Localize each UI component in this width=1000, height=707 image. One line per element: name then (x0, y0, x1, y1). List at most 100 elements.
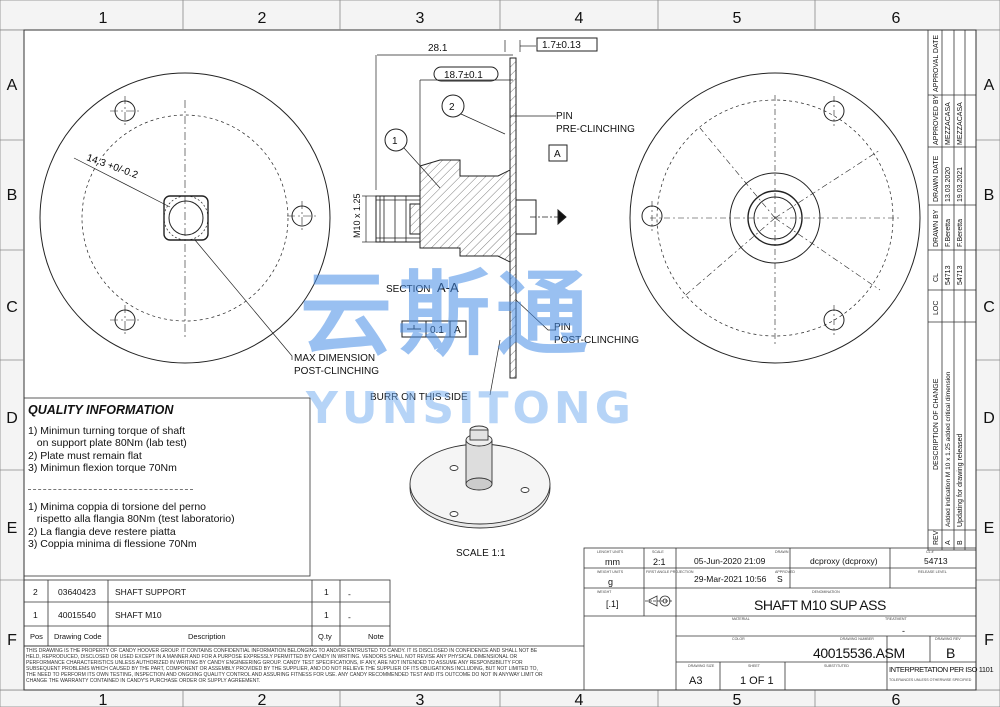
tb-drawn-date: 05-Jun-2020 21:09 (694, 556, 766, 566)
tb-material-label: MATERIAL (732, 617, 750, 621)
rev-a-approved-by: MEZZACASA (945, 102, 952, 145)
bom-header-code: Drawing Code (54, 632, 102, 641)
dim-1-7: 1.7±0.13 (542, 40, 581, 51)
tb-size-label: DRAWING SIZE (688, 664, 715, 668)
right-flange-view (629, 72, 921, 364)
tb-interpretation: INTERPRETATION PER ISO 1101 (889, 665, 993, 674)
tb-units: mm (605, 557, 620, 567)
tb-scale: 2:1 (653, 557, 666, 567)
rev-a-description: Added indication M 10 x 1.25 added criti… (945, 371, 952, 527)
tb-denomination: SHAFT M10 SUP ASS (754, 597, 886, 613)
tb-cl: 54713 (924, 556, 948, 566)
burr-note: BURR ON THIS SIDE (370, 392, 468, 403)
bom-row-1-code: 40015540 (58, 610, 96, 620)
isometric-view (409, 425, 551, 529)
rev-header-rev: REV (933, 530, 940, 545)
datum-a: A (554, 149, 561, 160)
callout-2: 2 (449, 102, 455, 113)
disclaimer-line-6: CHANGE THE WARRANTY CONTAINED IN CANDY'S… (26, 678, 260, 684)
tb-drawing-rev-label: DRAWING REV (935, 637, 961, 641)
row-label-f: F (7, 632, 17, 649)
pin-pre-line1: PIN (556, 111, 573, 122)
bom-row-2-pos: 2 (33, 587, 38, 597)
left-flange-view (39, 72, 331, 364)
max-dim-line2: POST-CLINCHING (294, 366, 379, 377)
bom-row-1-pos: 1 (33, 610, 38, 620)
tb-approved-date: 29-Mar-2021 10:56 (694, 574, 767, 584)
section-view (362, 37, 598, 396)
tb-treatment-label: TREATMENT (885, 617, 907, 621)
rev-b-drawn-by: F.Beretta (957, 219, 964, 247)
quality-en-2: on support plate 80Nm (lab test) (28, 437, 187, 449)
tb-projection-label: FIRST ANGLE PROJECTION (646, 570, 694, 574)
disclaimer-line-2: HELD, REPRODUCED, DISCLOSED OR USED EXCE… (26, 654, 518, 660)
tb-color-label: COLOR (732, 637, 745, 641)
quality-title: QUALITY INFORMATION (28, 403, 174, 417)
rev-header-drawn-by: DRAWN BY (933, 209, 940, 247)
tb-release-label: RELEASE LEVEL (918, 570, 947, 574)
row-label-e: E (7, 520, 18, 537)
bom-row-2-code: 03640423 (58, 587, 96, 597)
tb-drawing-number: 40015536.ASM (813, 645, 905, 661)
quality-en-1: 1) Minimun turning torque of shaft (28, 424, 185, 437)
quality-it-1: 1) Minima coppia di torsione del perno (28, 500, 207, 513)
tb-drawn-label: DRAWN (775, 550, 789, 554)
projection-symbol-icon (645, 595, 672, 607)
rev-b-id: B (957, 540, 964, 545)
disclaimer: THIS DRAWING IS THE PROPERTY OF CANDY HO… (26, 648, 543, 684)
col-label-6: 6 (892, 10, 901, 27)
disclaimer-line-1: THIS DRAWING IS THE PROPERTY OF CANDY HO… (26, 648, 538, 654)
row-label-c-right: C (983, 299, 995, 316)
tb-approved-label: APPROVED (775, 570, 795, 574)
max-dim-line1: MAX DIMENSION (294, 353, 375, 364)
disclaimer-line-5: THE NEED TO PERFORM ITS OWN TESTING, INS… (26, 672, 543, 678)
flatness-datum: A (454, 325, 461, 336)
rev-a-drawn-by: F.Beretta (945, 219, 952, 247)
quality-it-4: 3) Coppia minima di flessione 70Nm (28, 538, 197, 550)
col-label-6-bottom: 6 (892, 692, 901, 707)
rev-a-cl: 54713 (945, 265, 952, 285)
rev-b-approved-by: MEZZACASA (957, 102, 964, 145)
rev-header-approval-date: APPROVAL DATE (933, 35, 940, 92)
bom-header-desc: Description (188, 632, 226, 641)
title-block (583, 547, 977, 691)
bom-row-2-qty: 1 (324, 587, 329, 597)
bom-header-note: Note (368, 632, 384, 641)
tb-units-label: LENGHT UNITS (597, 550, 624, 554)
quality-separator (28, 488, 193, 491)
rev-b-drawn-date: 19.03.2021 (957, 167, 964, 202)
col-label-4-bottom: 4 (575, 692, 584, 707)
flatness-value: 0.1 (430, 325, 444, 336)
rev-header-approved-by: APPROVED BY (933, 94, 940, 145)
quality-information: QUALITY INFORMATION 1) Minimun turning t… (28, 404, 288, 551)
tb-weight-units-label: WEIGHT UNITS (597, 570, 624, 574)
tb-drawn-by: dcproxy (dcproxy) (810, 556, 878, 566)
bom-header-pos: Pos (30, 632, 43, 641)
col-label-1: 1 (99, 10, 108, 27)
bom-row-1-note: - (348, 612, 351, 622)
tb-sheet: 1 OF 1 (740, 675, 774, 687)
dim-18-7: 18.7±0.1 (444, 70, 483, 81)
disclaimer-line-4: SUBSEQUENT PROBLEMS WHICH CAUSED BY THE … (26, 666, 538, 672)
rev-header-drawn-date: DRAWN DATE (933, 155, 940, 202)
col-label-5: 5 (733, 10, 742, 27)
bom-row-1-desc: SHAFT M10 (115, 610, 162, 620)
bom-header-qty: Q.ty (318, 632, 332, 641)
col-label-3: 3 (416, 10, 425, 27)
tb-weight-label: WEIGHT (597, 590, 612, 594)
tb-treatment: - (902, 626, 905, 636)
section-label: SECTION (386, 284, 430, 295)
tb-weight-units: g (608, 577, 613, 587)
tb-sheet-label: SHEET (748, 664, 761, 668)
rev-header-cl: CL (933, 273, 940, 282)
col-label-4: 4 (575, 10, 584, 27)
tb-substituted-label: SUBSTITUTED (824, 664, 849, 668)
callout-1: 1 (392, 136, 398, 147)
quality-it-2: rispetto alla flangia 80Nm (test laborat… (28, 513, 235, 525)
col-label-3-bottom: 3 (416, 692, 425, 707)
bom-row-2-note: - (348, 589, 351, 599)
row-label-e-right: E (984, 520, 995, 537)
pin-pre-line2: PRE-CLINCHING (556, 124, 635, 135)
bom-row-2-desc: SHAFT SUPPORT (115, 587, 186, 597)
